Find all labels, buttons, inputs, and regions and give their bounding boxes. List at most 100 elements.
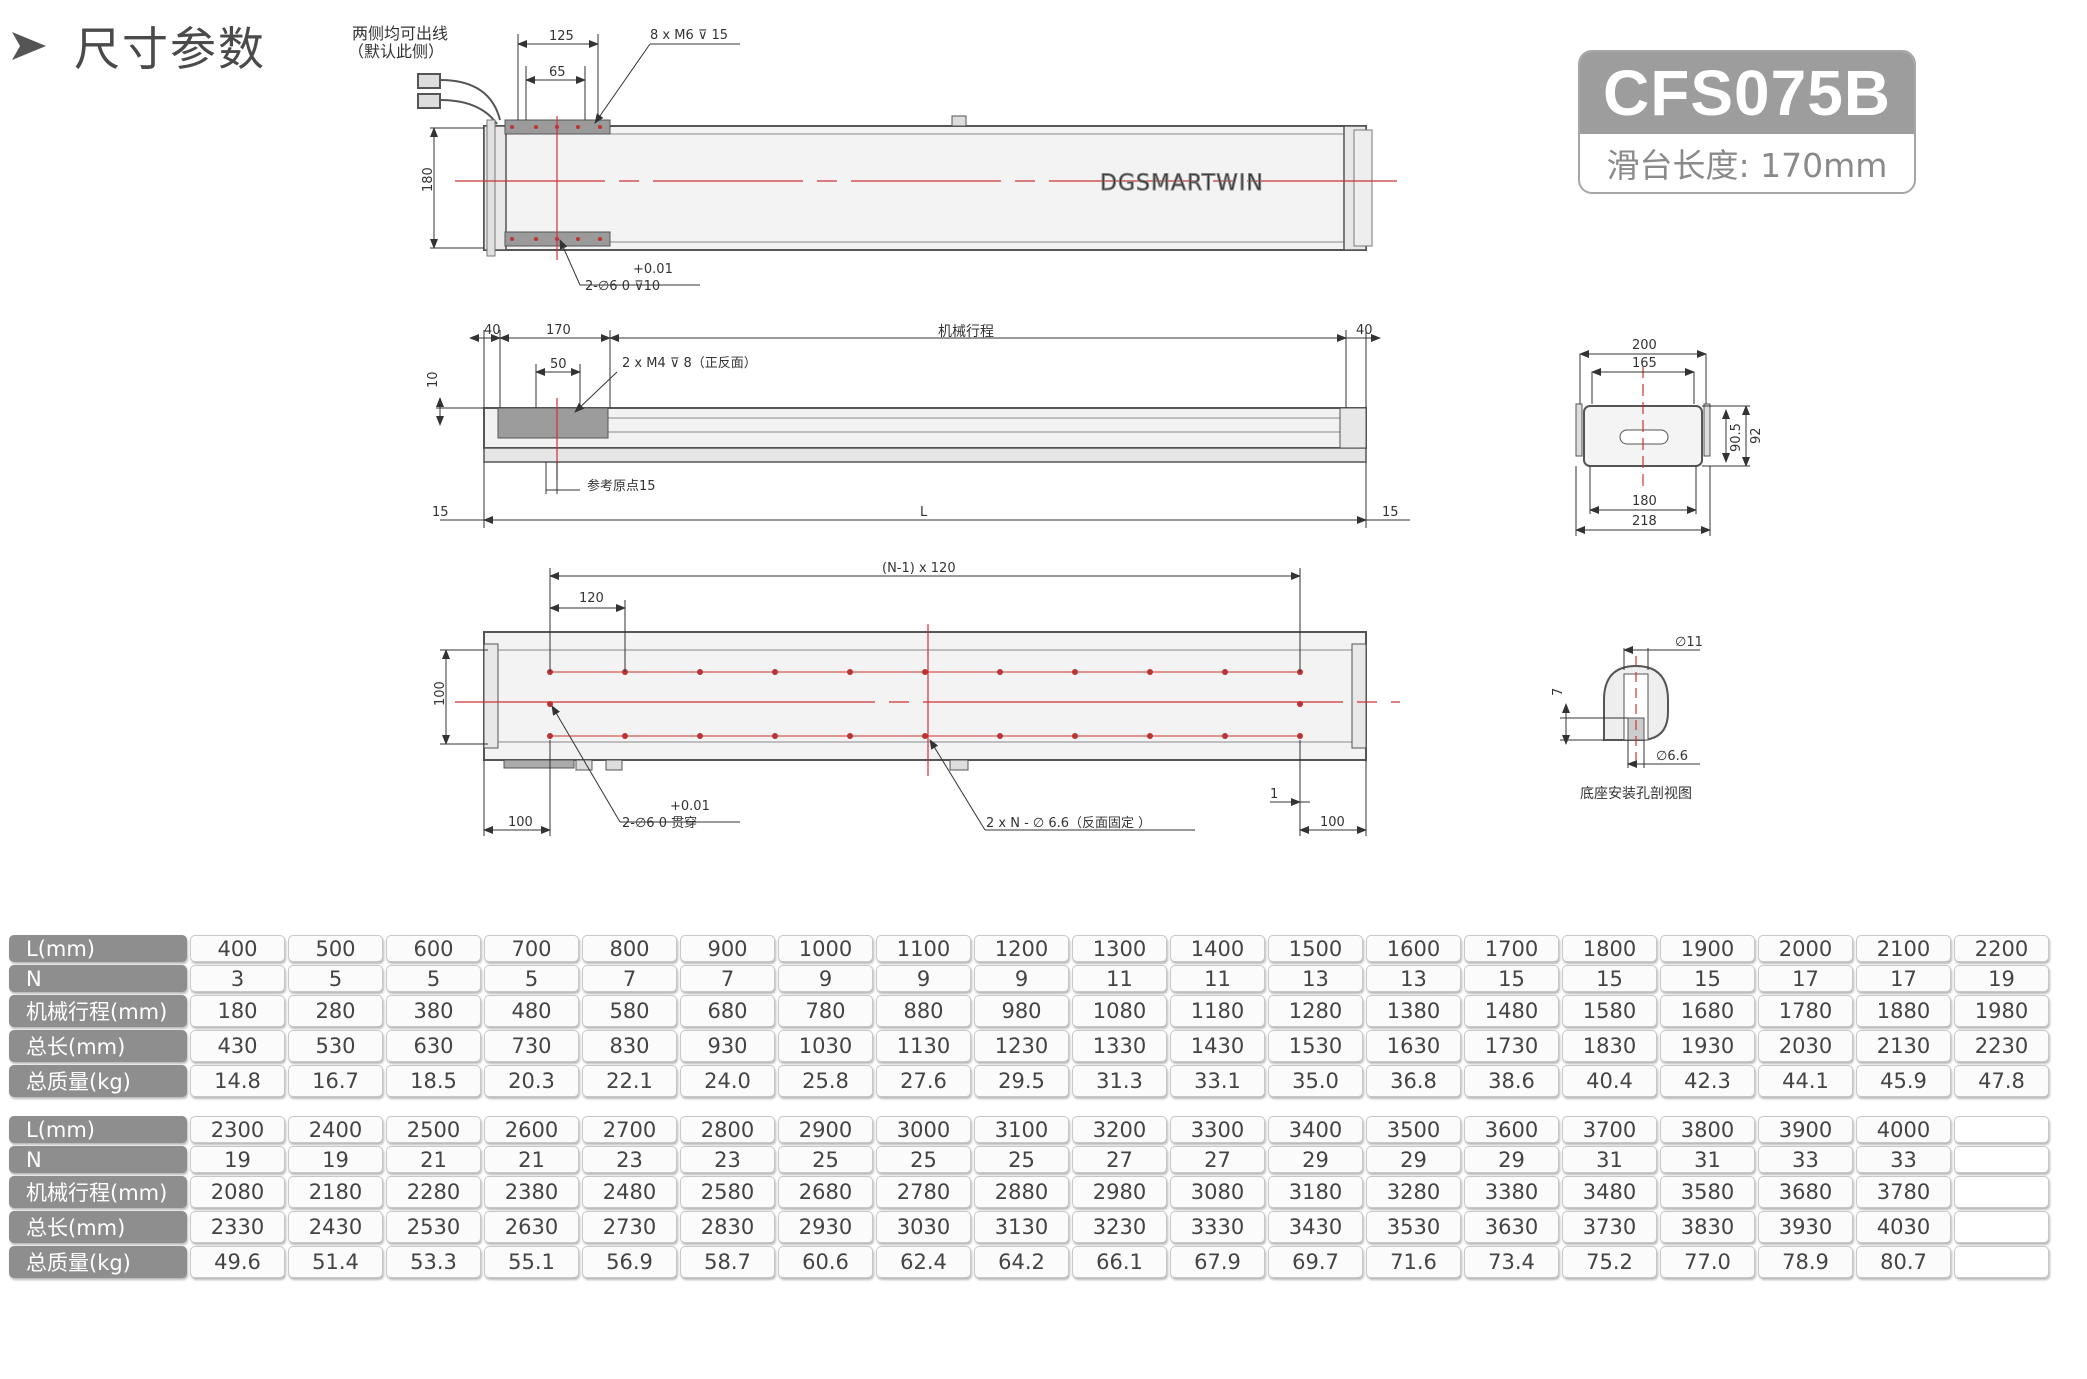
- table-cell: 1300: [1072, 935, 1167, 962]
- table-cell: 31.3: [1072, 1065, 1167, 1097]
- table-cell: 2430: [288, 1211, 383, 1243]
- table-cell: 1180: [1170, 995, 1265, 1027]
- table-cell: 29: [1366, 1146, 1461, 1173]
- table-cell: 2680: [778, 1176, 873, 1208]
- dim-label: 218: [1632, 514, 1657, 529]
- table-cell: 3200: [1072, 1116, 1167, 1143]
- table-cell: 530: [288, 1030, 383, 1062]
- table-cell: [1954, 1211, 2049, 1243]
- dim-label: 100: [433, 681, 448, 706]
- row-header: L(mm): [9, 935, 187, 962]
- table-cell: 780: [778, 995, 873, 1027]
- table-cell: 2830: [680, 1211, 775, 1243]
- table-cell: 1400: [1170, 935, 1265, 962]
- table-cell: 600: [386, 935, 481, 962]
- bottom-view: (N-1) x 120 120 100 +0.01 2-∅6 0 贯穿 2 x …: [433, 561, 1400, 836]
- table-cell: 1700: [1464, 935, 1559, 962]
- table-cell: 66.1: [1072, 1246, 1167, 1278]
- table-cell: 64.2: [974, 1246, 1069, 1278]
- table-cell: 1580: [1562, 995, 1657, 1027]
- table-cell: 630: [386, 1030, 481, 1062]
- table-cell: 1880: [1856, 995, 1951, 1027]
- table-cell: 2130: [1856, 1030, 1951, 1062]
- table-cell: 45.9: [1856, 1065, 1951, 1097]
- row-header: 总质量(kg): [9, 1246, 187, 1278]
- row-header: 总质量(kg): [9, 1065, 187, 1097]
- table-cell: 15: [1464, 965, 1559, 992]
- table-cell: 3500: [1366, 1116, 1461, 1143]
- table-cell: 22.1: [582, 1065, 677, 1097]
- table-cell: 67.9: [1170, 1246, 1265, 1278]
- table-cell: 5: [288, 965, 383, 992]
- section-view: ∅11 7 ∅6.6 底座安装孔剖视图: [1551, 635, 1703, 802]
- table-cell: 25.8: [778, 1065, 873, 1097]
- row-header: L(mm): [9, 1116, 187, 1143]
- table-cell: 2700: [582, 1116, 677, 1143]
- tolerance: +0.01: [633, 262, 673, 277]
- table-cell: 15: [1660, 965, 1755, 992]
- table-cell: 2480: [582, 1176, 677, 1208]
- table-cell: 3530: [1366, 1211, 1461, 1243]
- table-cell: 2580: [680, 1176, 775, 1208]
- table-cell: 53.3: [386, 1246, 481, 1278]
- table-cell: 2200: [1954, 935, 2049, 962]
- table-cell: 36.8: [1366, 1065, 1461, 1097]
- table-cell: 1780: [1758, 995, 1853, 1027]
- table-cell: 13: [1268, 965, 1363, 992]
- table-cell: 73.4: [1464, 1246, 1559, 1278]
- table-cell: 5: [484, 965, 579, 992]
- table-cell: 23: [680, 1146, 775, 1173]
- table-cell: 1830: [1562, 1030, 1657, 1062]
- thread-note: 2 x M4 ⊽ 8（正反面）: [622, 356, 757, 371]
- table-cell: 1800: [1562, 935, 1657, 962]
- table-cell: 7: [582, 965, 677, 992]
- section-caption: 底座安装孔剖视图: [1580, 786, 1692, 802]
- section-header: 尺寸参数: [10, 14, 266, 78]
- table-cell: 2980: [1072, 1176, 1167, 1208]
- table-cell: 25: [974, 1146, 1069, 1173]
- table-cell: 1600: [1366, 935, 1461, 962]
- table-cell: 2900: [778, 1116, 873, 1143]
- table-cell: 1000: [778, 935, 873, 962]
- table-cell: [1954, 1176, 2049, 1208]
- table-cell: 3800: [1660, 1116, 1755, 1143]
- tolerance: +0.01: [670, 799, 710, 814]
- table-cell: 2400: [288, 1116, 383, 1143]
- table-cell: 47.8: [1954, 1065, 2049, 1097]
- pitch-note: (N-1) x 120: [882, 561, 956, 576]
- table-cell: 3900: [1758, 1116, 1853, 1143]
- table-cell: 20.3: [484, 1065, 579, 1097]
- dim-label: 180: [421, 167, 436, 192]
- table-cell: 3100: [974, 1116, 1069, 1143]
- table-cell: 7: [680, 965, 775, 992]
- dim-label: 100: [1320, 815, 1345, 830]
- stroke-label: 机械行程: [938, 324, 994, 340]
- table-cell: [1954, 1116, 2049, 1143]
- table-cell: 1130: [876, 1030, 971, 1062]
- table-cell: 1530: [1268, 1030, 1363, 1062]
- cable-note: （默认此侧）: [348, 42, 444, 61]
- table-cell: 2100: [1856, 935, 1951, 962]
- dim-label: 100: [508, 815, 533, 830]
- table-cell: 14.8: [190, 1065, 285, 1097]
- table-cell: 3080: [1170, 1176, 1265, 1208]
- dim-label: 165: [1632, 356, 1657, 371]
- table-cell: 3280: [1366, 1176, 1461, 1208]
- dim-label: 50: [550, 357, 567, 372]
- table-cell: 2780: [876, 1176, 971, 1208]
- side-view: 40 170 机械行程 40 50 2 x M4 ⊽ 8（正反面） 10 参考原…: [426, 323, 1410, 528]
- table-cell: 3700: [1562, 1116, 1657, 1143]
- row-header: N: [9, 965, 187, 992]
- table-cell: 930: [680, 1030, 775, 1062]
- table-cell: 17: [1856, 965, 1951, 992]
- table-cell: 2500: [386, 1116, 481, 1143]
- table-cell: 25: [876, 1146, 971, 1173]
- table-cell: 19: [288, 1146, 383, 1173]
- table-cell: 3030: [876, 1211, 971, 1243]
- table-cell: 900: [680, 935, 775, 962]
